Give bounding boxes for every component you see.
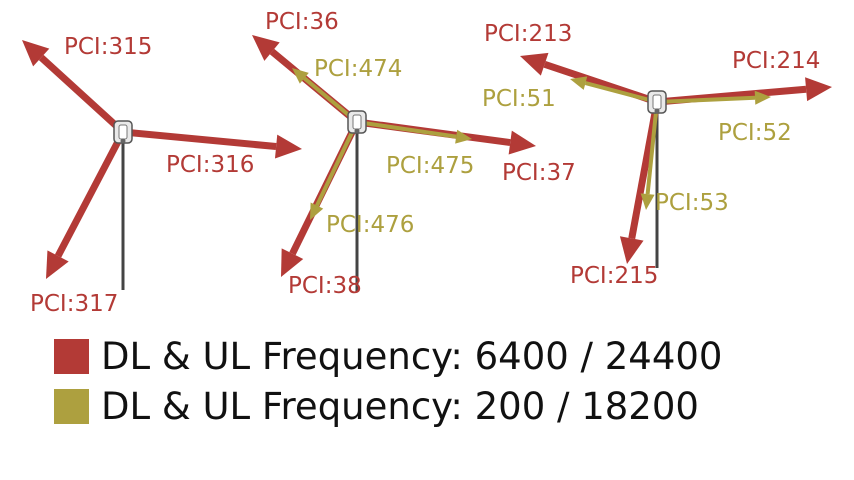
pci-label: PCI:36 — [265, 9, 339, 35]
legend-item-olive: DL & UL Frequency: 200 / 18200 — [54, 385, 699, 428]
legend-swatch-olive — [54, 389, 89, 424]
pci-label: PCI:215 — [570, 263, 658, 289]
pci-label: PCI:316 — [166, 152, 254, 178]
legend-swatch-red — [54, 339, 89, 374]
pci-label: PCI:315 — [64, 34, 152, 60]
legend-label-red: DL & UL Frequency: 6400 / 24400 — [101, 335, 723, 378]
sector-arrow — [122, 128, 302, 159]
pci-label: PCI:214 — [732, 48, 820, 74]
legend-item-red: DL & UL Frequency: 6400 / 24400 — [54, 335, 722, 378]
sector-arrow — [310, 121, 359, 220]
pci-label: PCI:38 — [288, 273, 362, 299]
pci-label: PCI:317 — [30, 291, 118, 317]
pci-label: PCI:37 — [502, 160, 576, 186]
legend-label-olive: DL & UL Frequency: 200 / 18200 — [101, 385, 699, 428]
pci-label: PCI:476 — [326, 212, 414, 238]
antenna-mount-icon — [347, 110, 367, 134]
sector-arrow — [656, 90, 771, 105]
pci-label: PCI:53 — [655, 190, 729, 216]
sector-arrow — [570, 76, 658, 104]
pci-label: PCI:52 — [718, 120, 792, 146]
pci-label: PCI:474 — [314, 56, 402, 82]
pci-label: PCI:475 — [386, 153, 474, 179]
antenna-mount-icon — [647, 90, 667, 114]
antenna-mount-icon — [113, 120, 133, 144]
sector-arrow — [22, 40, 126, 135]
sector-arrow — [356, 120, 472, 144]
sector-arrow — [640, 101, 659, 210]
sector-arrow — [46, 130, 127, 279]
sector-arrow — [619, 101, 661, 264]
pci-label: PCI:51 — [482, 86, 556, 112]
pci-label: PCI:213 — [484, 21, 572, 47]
